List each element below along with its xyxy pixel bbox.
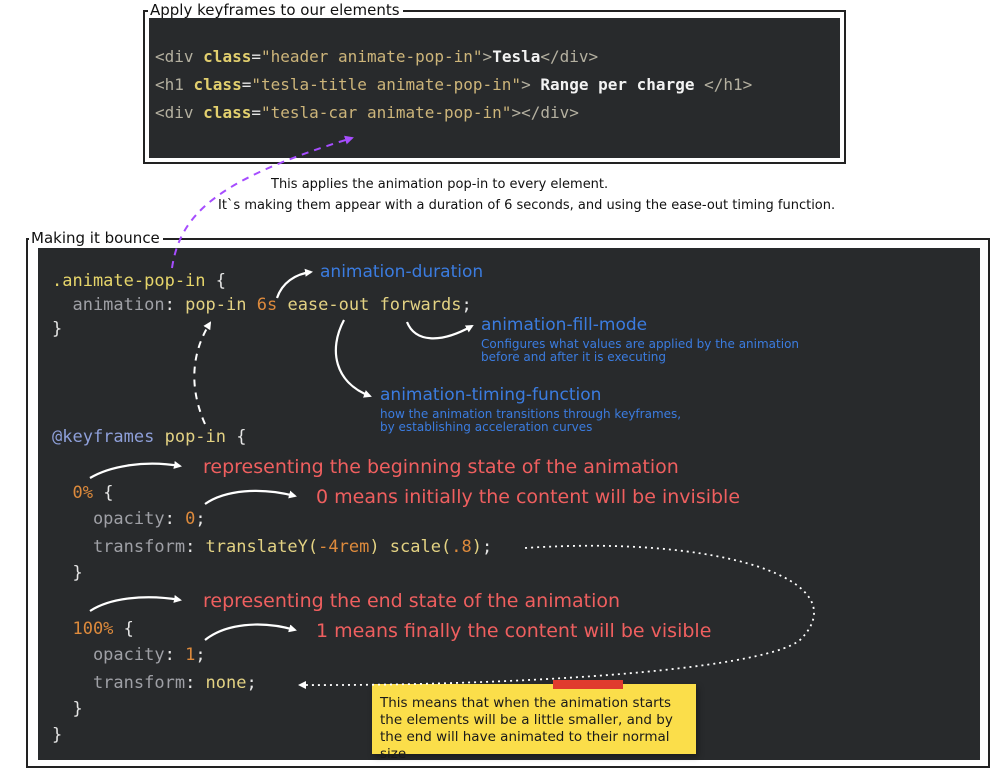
annotation-fill-mode-desc-1: Configures what values are applied by th…	[481, 337, 800, 351]
code-line: }	[52, 562, 83, 584]
code-token: ;	[246, 673, 257, 693]
code-token: }	[52, 319, 63, 339]
code-line: 0% {	[52, 482, 113, 504]
code-token: {	[226, 427, 247, 447]
annotation-begin-state: representing the beginning state of the …	[203, 456, 679, 478]
sticky-note: This means that when the animation start…	[372, 684, 696, 762]
code-token: .animate-pop-in	[52, 271, 206, 291]
code-token: Tesla	[492, 47, 541, 66]
code-token: 6s	[256, 295, 278, 315]
code-token: pop-in	[154, 427, 227, 447]
code-token: 100%	[52, 619, 114, 639]
code-line: <div class="header animate-pop-in">Tesla…	[155, 46, 598, 68]
code-token: ease-out forwards	[277, 295, 462, 315]
code-line: opacity: 1;	[52, 644, 206, 666]
code-line: transform: none;	[52, 672, 257, 694]
code-token: opacity	[52, 509, 165, 529]
annotation-timing: animation-timing-function	[380, 385, 602, 405]
code-line: @keyframes pop-in {	[52, 426, 247, 448]
code-token: =	[251, 47, 261, 66]
code-token: {	[205, 271, 227, 291]
annotation-fill-mode-desc-2: before and after it is executing	[481, 350, 667, 364]
code-token: 0%	[52, 483, 93, 503]
code-token: >	[482, 47, 493, 66]
code-line: .animate-pop-in {	[52, 270, 226, 292]
code-token: :	[164, 295, 186, 315]
code-token: ;	[195, 645, 206, 665]
annotation-duration: animation-duration	[320, 262, 484, 282]
code-token: <h1	[155, 75, 194, 94]
code-token: "header animate-pop-in"	[260, 47, 483, 66]
code-token: </h1>	[704, 75, 753, 94]
top-code-block: <div class="header animate-pop-in">Tesla…	[149, 18, 840, 158]
code-token: "tesla-car animate-pop-in"	[260, 103, 512, 122]
code-token: 0	[185, 509, 196, 529]
annotation-fill-mode: animation-fill-mode	[481, 315, 648, 335]
code-line: animation: pop-in 6s ease-out forwards;	[52, 294, 472, 316]
code-token: }	[52, 699, 83, 719]
code-line: <div class="tesla-car animate-pop-in"></…	[155, 102, 579, 124]
sticky-note-text: This means that when the animation start…	[380, 695, 673, 762]
code-token: :	[164, 645, 186, 665]
code-token: transform	[52, 537, 186, 557]
code-token: :	[185, 537, 206, 557]
top-frame-label: Apply keyframes to our elements	[148, 1, 403, 19]
code-token: pop-in	[185, 295, 257, 315]
code-token: transform	[52, 673, 186, 693]
code-token: ></div>	[511, 103, 579, 122]
code-token: Range per charge	[530, 75, 705, 94]
code-token: 1	[185, 645, 196, 665]
code-line: <h1 class="tesla-title animate-pop-in"> …	[155, 74, 752, 96]
code-token: class	[203, 103, 252, 122]
code-token: opacity	[52, 645, 165, 665]
caption-line-2: It`s making them appear with a duration …	[218, 198, 836, 213]
code-token: class	[193, 75, 242, 94]
code-line: opacity: 0;	[52, 508, 206, 530]
main-frame-label: Making it bounce	[29, 229, 163, 247]
annotation-timing-desc-1: how the animation transitions through ke…	[380, 407, 682, 421]
annotation-end-state: representing the end state of the animat…	[203, 590, 621, 612]
code-token: none	[205, 673, 247, 693]
code-token: translateY(	[205, 537, 319, 557]
code-token: ;	[195, 509, 206, 529]
annotation-timing-desc-2: by establishing acceleration curves	[380, 420, 593, 434]
code-token: ;	[481, 537, 493, 557]
code-line: }	[52, 698, 83, 720]
code-token: @keyframes	[52, 427, 155, 447]
code-token: <div	[155, 47, 204, 66]
code-token: :	[185, 673, 206, 693]
code-token: animation	[52, 295, 165, 315]
code-line: }	[52, 318, 62, 340]
code-token: <div	[155, 103, 204, 122]
code-line: }	[52, 724, 62, 746]
code-token: =	[251, 103, 261, 122]
sticky-note-tape	[553, 680, 623, 689]
code-line: transform: translateY(-4rem) scale(.8);	[52, 536, 492, 558]
code-token: -4rem	[318, 537, 370, 557]
code-token: "tesla-title animate-pop-in"	[251, 75, 522, 94]
code-token: =	[241, 75, 252, 94]
code-token: )	[471, 537, 482, 557]
caption-line-1: This applies the animation pop-in to eve…	[271, 177, 609, 192]
code-token: >	[521, 75, 531, 94]
code-token: .8	[451, 537, 472, 557]
code-token: class	[203, 47, 252, 66]
annotation-zero-means: 0 means initially the content will be in…	[316, 486, 741, 508]
code-token: ;	[461, 295, 472, 315]
code-token: }	[52, 563, 83, 583]
top-frame	[143, 10, 846, 164]
code-token: :	[164, 509, 186, 529]
code-line: 100% {	[52, 618, 134, 640]
main-frame	[26, 238, 990, 768]
code-token: }	[52, 725, 63, 745]
code-token: </div>	[540, 47, 599, 66]
code-token: ) scale(	[369, 537, 452, 557]
annotation-one-means: 1 means finally the content will be visi…	[316, 620, 712, 642]
code-token: {	[92, 483, 114, 503]
code-token: {	[113, 619, 134, 639]
